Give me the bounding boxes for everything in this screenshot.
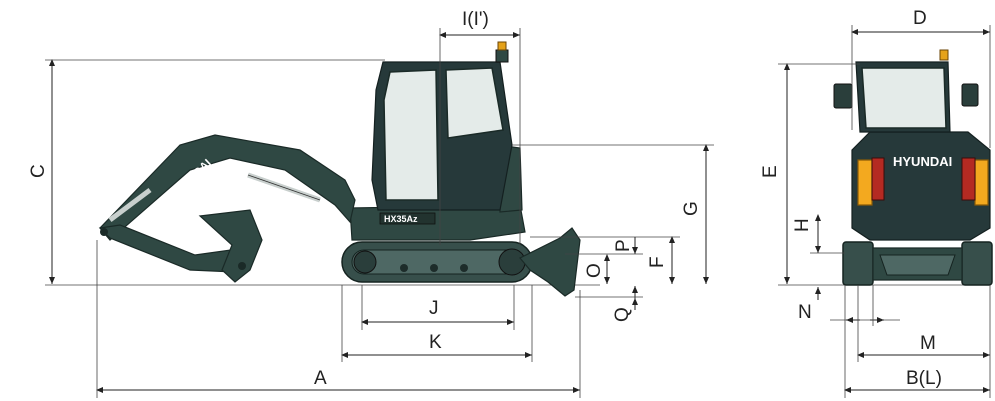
model-badge-plate bbox=[379, 212, 436, 225]
bucket bbox=[198, 209, 263, 283]
label-I: I(I') bbox=[462, 9, 489, 30]
label-O: O bbox=[584, 263, 605, 278]
label-M: M bbox=[920, 333, 936, 354]
label-H: H bbox=[792, 218, 813, 232]
label-N: N bbox=[798, 302, 812, 323]
front-beacon-light bbox=[939, 49, 949, 61]
label-Q: Q bbox=[612, 307, 633, 322]
label-P: P bbox=[613, 239, 634, 252]
rear-brand-text: HYUNDAI bbox=[893, 154, 952, 169]
dimension-labels: A B(L) C D E F G H I(I') J K M N O P Q bbox=[28, 8, 942, 389]
front-view-excavator: HYUNDAI bbox=[800, 49, 993, 286]
label-G: G bbox=[681, 201, 702, 216]
label-A: A bbox=[314, 368, 327, 389]
cab-door-window bbox=[383, 69, 439, 201]
label-D: D bbox=[913, 8, 927, 29]
mirror-right bbox=[961, 83, 979, 107]
label-J: J bbox=[429, 298, 439, 319]
label-E: E bbox=[760, 165, 781, 178]
label-C: C bbox=[28, 164, 49, 178]
label-K: K bbox=[429, 332, 442, 353]
cab-front-window bbox=[445, 67, 504, 139]
side-view-excavator: HX35Az HYUNDAI bbox=[45, 41, 600, 297]
label-F: F bbox=[647, 256, 668, 268]
beacon-light bbox=[497, 41, 507, 51]
side-track bbox=[341, 241, 533, 283]
model-badge-text: HX35Az bbox=[384, 214, 418, 224]
front-track-right bbox=[961, 241, 993, 286]
side-cab bbox=[371, 41, 513, 211]
label-B: B(L) bbox=[906, 368, 942, 389]
side-boom: HYUNDAI bbox=[98, 134, 356, 283]
mirror-left bbox=[833, 83, 853, 109]
dimension-lines bbox=[45, 25, 991, 398]
front-cab-window bbox=[861, 67, 947, 129]
side-dozer-blade bbox=[519, 227, 581, 297]
front-track-left bbox=[842, 241, 874, 286]
